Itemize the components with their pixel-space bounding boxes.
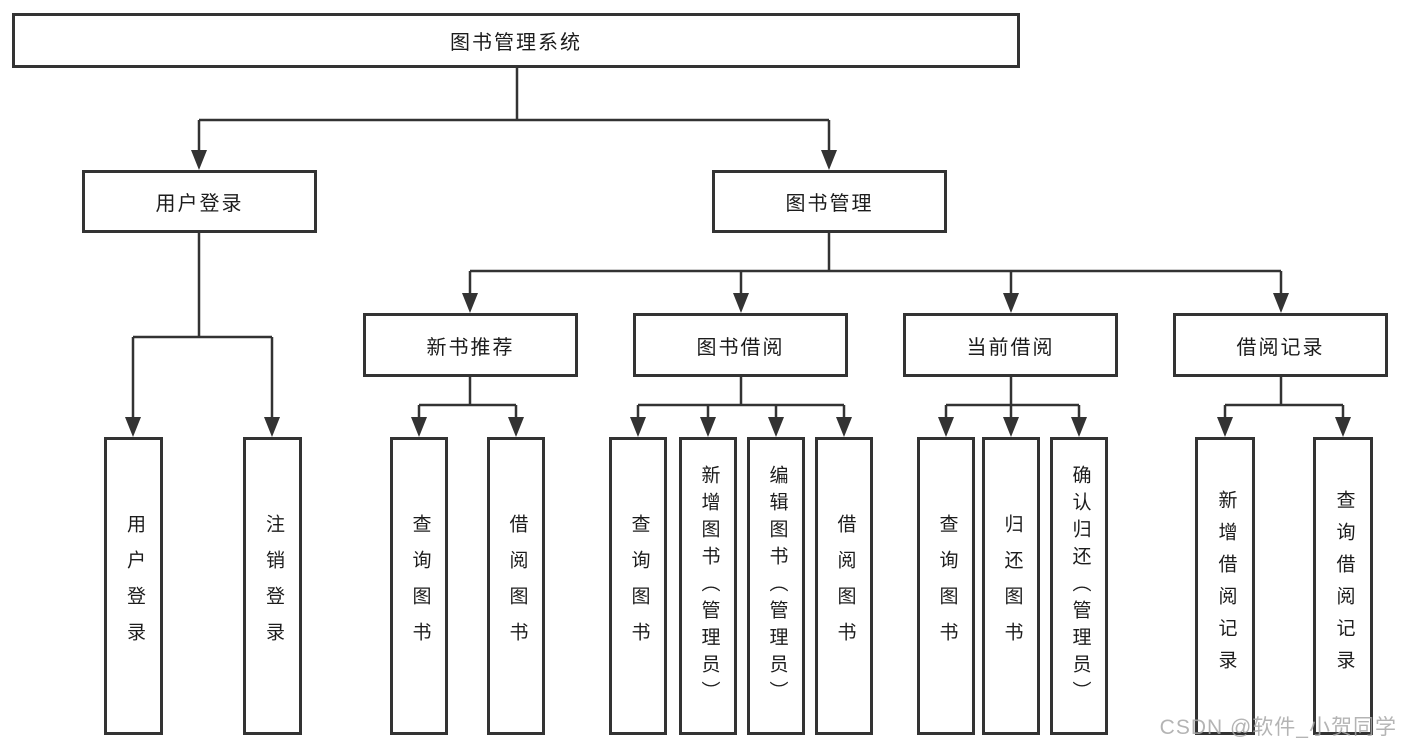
node-label: 当前借阅 — [966, 336, 1055, 359]
csdn-watermark: CSDN @软件_小贺同学 — [1159, 716, 1397, 739]
node-label: 图书管理系统 — [450, 32, 582, 54]
node-borrowing-records: 借阅记录 — [1173, 313, 1388, 377]
leaf-query-books-recommend: 查询图书 — [390, 437, 448, 735]
leaf-label: 查询图书 — [628, 514, 650, 658]
node-current-borrowing: 当前借阅 — [903, 313, 1118, 377]
node-book-borrowing: 图书借阅 — [633, 313, 848, 377]
leaf-label: 新增图书（管理员） — [698, 464, 720, 708]
leaf-add-book-admin: 新增图书（管理员） — [679, 437, 737, 735]
leaf-query-books-current: 查询图书 — [917, 437, 975, 735]
leaf-label: 借阅图书 — [834, 514, 856, 658]
leaf-label: 归还图书 — [1001, 514, 1023, 658]
leaf-label: 查询图书 — [936, 514, 958, 658]
leaf-return-books: 归还图书 — [982, 437, 1040, 735]
node-book-management: 图书管理 — [712, 170, 947, 233]
node-label: 新书推荐 — [426, 336, 515, 359]
leaf-label: 用户登录 — [123, 514, 145, 658]
node-library-management-system: 图书管理系统 — [12, 13, 1020, 68]
leaf-add-borrow-record: 新增借阅记录 — [1195, 437, 1255, 735]
node-user-login: 用户登录 — [82, 170, 317, 233]
node-label: 图书借阅 — [696, 336, 785, 359]
leaf-user-login: 用户登录 — [104, 437, 163, 735]
leaf-edit-book-admin: 编辑图书（管理员） — [747, 437, 805, 735]
node-label: 图书管理 — [785, 193, 874, 215]
leaf-label: 注销登录 — [262, 514, 284, 658]
leaf-label: 编辑图书（管理员） — [766, 464, 788, 708]
leaf-query-books-borrowing: 查询图书 — [609, 437, 667, 735]
leaf-label: 新增借阅记录 — [1215, 490, 1237, 682]
leaf-label: 查询图书 — [409, 514, 431, 658]
leaf-query-borrow-record: 查询借阅记录 — [1313, 437, 1373, 735]
leaf-label: 借阅图书 — [506, 514, 528, 658]
node-new-book-recommend: 新书推荐 — [363, 313, 578, 377]
leaf-confirm-return-admin: 确认归还（管理员） — [1050, 437, 1108, 735]
leaf-logout: 注销登录 — [243, 437, 302, 735]
leaf-borrow-books-borrowing: 借阅图书 — [815, 437, 873, 735]
node-label: 用户登录 — [155, 193, 244, 215]
leaf-borrow-books-recommend: 借阅图书 — [487, 437, 545, 735]
node-label: 借阅记录 — [1236, 336, 1325, 359]
leaf-label: 确认归还（管理员） — [1069, 464, 1091, 708]
leaf-label: 查询借阅记录 — [1333, 490, 1355, 682]
